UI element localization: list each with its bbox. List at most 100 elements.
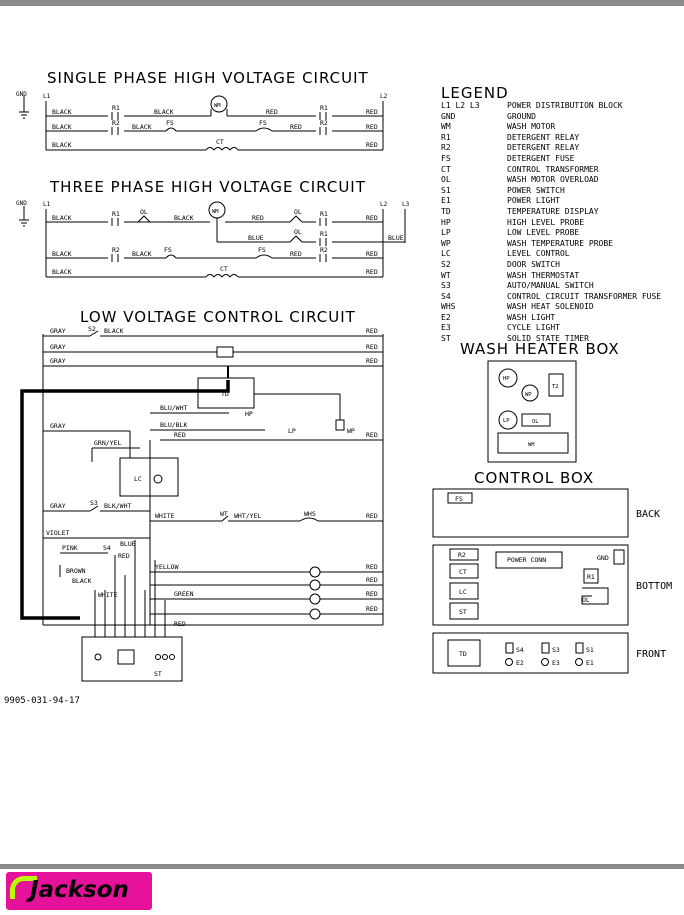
- svg-text:BROWN: BROWN: [66, 567, 86, 575]
- svg-text:R1: R1: [320, 230, 328, 238]
- svg-text:BLACK: BLACK: [72, 577, 92, 585]
- svg-text:WHS: WHS: [304, 510, 316, 518]
- logo-swoosh-icon: [10, 876, 37, 899]
- svg-text:WP: WP: [525, 392, 532, 398]
- svg-text:WP: WP: [347, 427, 355, 435]
- svg-text:YELLOW: YELLOW: [155, 563, 179, 571]
- svg-text:L2: L2: [380, 201, 388, 208]
- svg-text:OL: OL: [532, 419, 539, 425]
- svg-text:GRAY: GRAY: [50, 327, 66, 335]
- svg-text:BLUE: BLUE: [120, 540, 136, 548]
- svg-text:BLUE: BLUE: [388, 234, 404, 242]
- svg-text:PINK: PINK: [62, 544, 78, 552]
- svg-text:R2: R2: [112, 119, 120, 127]
- svg-text:WH: WH: [528, 442, 535, 448]
- svg-text:GND: GND: [16, 200, 27, 207]
- svg-text:RED: RED: [366, 512, 378, 520]
- svg-text:RED: RED: [252, 214, 264, 222]
- low-voltage-circuit: S2 GRAY BLACK RED GRAY RED GRAY RED TD W…: [20, 325, 384, 682]
- st-module: [81, 636, 183, 682]
- svg-text:BLU/BLK: BLU/BLK: [160, 421, 187, 429]
- svg-text:BLU/WHT: BLU/WHT: [160, 404, 187, 412]
- wash-heater-box-title: WASH HEATER BOX: [460, 340, 620, 358]
- single-phase-title: SINGLE PHASE HIGH VOLTAGE CIRCUIT: [47, 69, 369, 87]
- svg-text:WHITE: WHITE: [155, 512, 175, 520]
- svg-text:R1: R1: [587, 573, 595, 581]
- svg-text:S4: S4: [516, 646, 524, 654]
- svg-text:RED: RED: [366, 141, 378, 149]
- svg-text:RED: RED: [118, 552, 130, 560]
- svg-text:BLACK: BLACK: [52, 123, 72, 131]
- svg-text:RED: RED: [366, 357, 378, 365]
- svg-text:RED: RED: [366, 123, 378, 131]
- front-label: FRONT: [636, 649, 666, 660]
- svg-text:VIOLET: VIOLET: [46, 529, 70, 537]
- svg-text:R1: R1: [112, 210, 120, 218]
- svg-text:FS: FS: [455, 495, 463, 503]
- svg-text:R2: R2: [320, 119, 328, 127]
- svg-text:GND: GND: [597, 554, 609, 562]
- svg-text:RED: RED: [366, 250, 378, 258]
- svg-text:R1: R1: [320, 210, 328, 218]
- wm-label: WM: [214, 103, 221, 109]
- svg-text:R2: R2: [320, 246, 328, 254]
- svg-text:S4: S4: [103, 544, 111, 552]
- svg-text:FS: FS: [164, 246, 172, 254]
- svg-text:S3: S3: [90, 499, 98, 507]
- svg-text:BLUE: BLUE: [248, 234, 264, 242]
- svg-text:RED: RED: [290, 123, 302, 131]
- svg-text:BLACK: BLACK: [132, 123, 152, 131]
- svg-text:S3: S3: [552, 646, 560, 654]
- svg-text:CT: CT: [220, 265, 228, 273]
- svg-text:OL: OL: [294, 228, 302, 236]
- svg-text:L1: L1: [43, 201, 51, 208]
- svg-text:R1: R1: [320, 104, 328, 112]
- svg-text:FS: FS: [259, 119, 267, 127]
- svg-text:RED: RED: [366, 214, 378, 222]
- svg-text:GRAY: GRAY: [50, 343, 66, 351]
- svg-text:S1: S1: [586, 646, 594, 654]
- svg-text:BLACK: BLACK: [52, 268, 72, 276]
- svg-text:OL: OL: [140, 208, 148, 216]
- l1-label: L1: [43, 93, 51, 100]
- legend-title: LEGEND: [441, 84, 509, 102]
- svg-text:CT: CT: [459, 568, 467, 576]
- svg-text:E2: E2: [516, 659, 524, 667]
- svg-text:RED: RED: [366, 268, 378, 276]
- svg-text:R2: R2: [458, 551, 466, 559]
- svg-text:RED: RED: [366, 590, 378, 598]
- svg-text:TD: TD: [459, 650, 467, 658]
- svg-text:WHT/YEL: WHT/YEL: [234, 512, 261, 520]
- svg-text:BLACK: BLACK: [154, 108, 174, 116]
- svg-text:WM: WM: [212, 209, 219, 215]
- lc-module: [119, 457, 179, 497]
- svg-text:BLACK: BLACK: [52, 250, 72, 258]
- svg-text:OL: OL: [582, 596, 590, 604]
- svg-text:LP: LP: [288, 427, 296, 435]
- svg-text:BLACK: BLACK: [52, 141, 72, 149]
- control-box-title: CONTROL BOX: [474, 469, 595, 487]
- svg-text:RED: RED: [266, 108, 278, 116]
- svg-text:S2: S2: [88, 325, 96, 333]
- svg-text:ST: ST: [154, 670, 162, 678]
- svg-text:LC: LC: [134, 475, 142, 483]
- wash-motor-icon: [210, 95, 228, 113]
- three-phase-title: THREE PHASE HIGH VOLTAGE CIRCUIT: [50, 178, 366, 196]
- svg-text:FS: FS: [258, 246, 266, 254]
- svg-text:GRAY: GRAY: [50, 422, 66, 430]
- svg-text:RED: RED: [366, 431, 378, 439]
